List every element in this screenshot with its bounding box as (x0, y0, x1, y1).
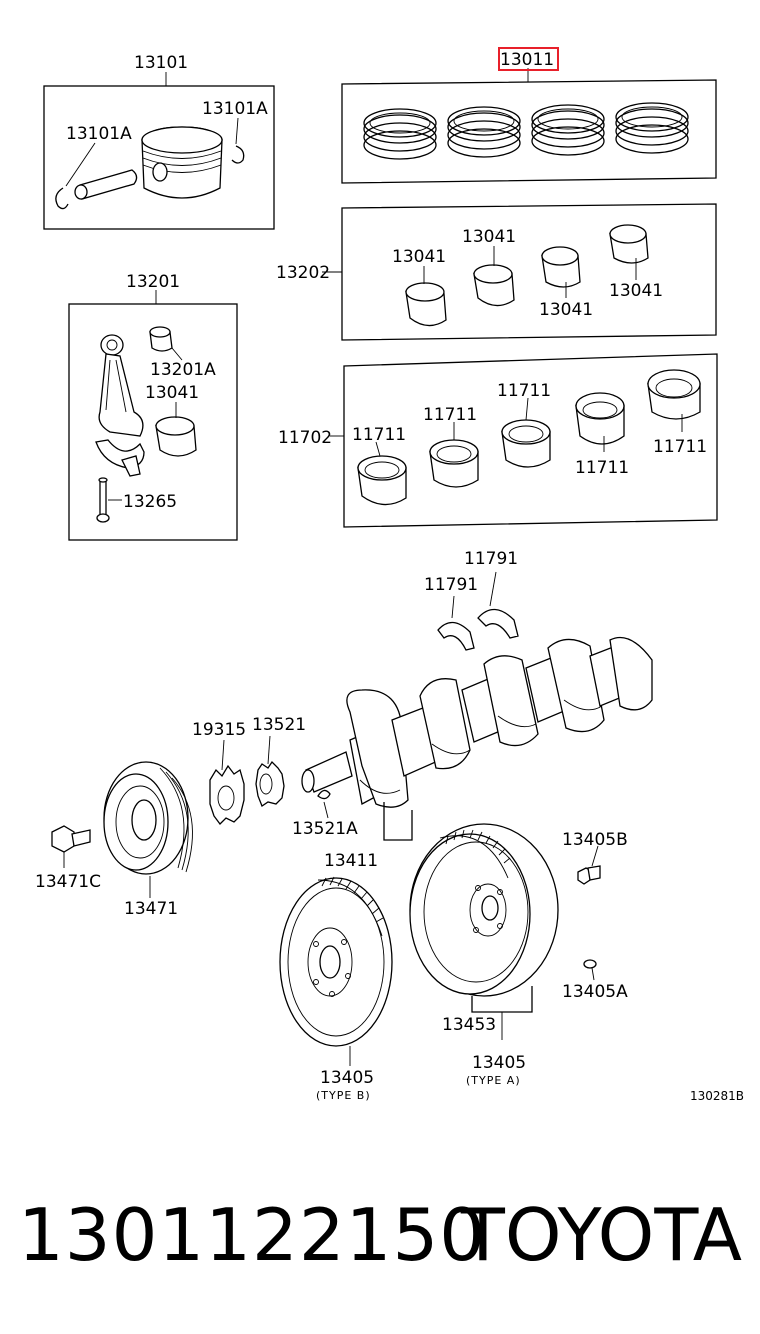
main-bearing-box (343, 353, 718, 528)
rod-bearing-box (341, 203, 717, 341)
rod-bearing-illustration (155, 416, 197, 457)
part-number: 1301122150 (18, 1193, 487, 1277)
label-11711-e: 11711 (653, 437, 707, 457)
label-11791-b: 11791 (464, 549, 518, 569)
highlight-box (498, 47, 559, 71)
connecting-rod-box (68, 303, 238, 541)
bearing-shell-1 (405, 282, 447, 327)
label-13101a-left: 13101A (66, 124, 132, 144)
label-13101: 13101 (134, 53, 188, 73)
footer: 1301122150 TOYOTA (0, 1190, 760, 1280)
thrust-washer-left (437, 621, 475, 651)
flywheel-bolt: 13405B (562, 830, 628, 885)
rod-bolt-illustration (96, 477, 110, 523)
label-11711-b: 11711 (423, 405, 477, 425)
main-bearing-4 (575, 392, 625, 445)
label-13405a: 13405A (562, 982, 628, 1002)
bearing-shell-2 (473, 264, 515, 307)
bearing-shell-3 (541, 246, 581, 288)
label-11711-d: 11711 (575, 458, 629, 478)
piston-illustration (141, 126, 223, 199)
label-13201a: 13201A (150, 360, 216, 380)
label-13011: 13011 (500, 50, 554, 70)
thrust-washer-right (477, 608, 519, 639)
label-11711-c: 11711 (497, 381, 551, 401)
label-13471c: 13471C (35, 872, 101, 892)
label-13041-a: 13041 (392, 247, 446, 267)
label-13405b: 13405B (562, 830, 628, 850)
piston-ring-box (341, 79, 717, 184)
piston-group-box (43, 85, 275, 230)
label-13411: 13411 (324, 851, 378, 871)
label-11791-a: 11791 (424, 575, 478, 595)
rod-bushing-illustration (149, 326, 173, 352)
main-bearing-set: 11702 11711 (278, 353, 718, 528)
drive-plate-type-a: 13453 13405 (TYPE A) (409, 823, 559, 1087)
main-bearing-1 (357, 455, 407, 506)
thrust-washers: 11791 11791 (424, 549, 519, 651)
brand-name: TOYOTA (460, 1193, 742, 1277)
pulley-bolt: 13471C (35, 825, 101, 892)
main-bearing-5 (647, 369, 701, 420)
parts-diagram: 13101 13101A 13101A 13011 (35, 47, 744, 1103)
label-13041-c: 13041 (539, 300, 593, 320)
snap-ring-left (55, 187, 69, 210)
label-13041-rod: 13041 (145, 383, 199, 403)
crankshaft-pulley: 13471 (103, 761, 193, 919)
ring-stack-1 (363, 108, 437, 160)
label-13202: 13202 (276, 263, 330, 283)
ring-stack-2 (447, 106, 521, 158)
label-13041-b: 13041 (462, 227, 516, 247)
label-13405-type-b: 13405 (320, 1068, 374, 1088)
bearing-shell-4 (609, 224, 649, 264)
label-13405-type-a: 13405 (472, 1053, 526, 1073)
piston-pin-illustration (74, 169, 138, 200)
ring-stack-3 (531, 104, 605, 156)
piston-ring-set: 13011 (341, 47, 717, 184)
diagram-reference-code: 130281B (690, 1089, 744, 1103)
label-19315: 19315 (192, 720, 246, 740)
label-11711-a: 11711 (352, 425, 406, 445)
label-13265: 13265 (123, 492, 177, 512)
crank-key: 13521A (292, 789, 358, 839)
flywheel-type-b: 13405 (TYPE B) (279, 876, 393, 1102)
flywheel-dowel: 13405A (562, 959, 628, 1002)
crank-timing-gear: 13521 (252, 715, 306, 807)
label-11702: 11702 (278, 428, 332, 448)
ring-stack-4 (615, 102, 689, 154)
label-13471: 13471 (124, 899, 178, 919)
connecting-rod-group: 13201 13201A 13041 13265 (68, 272, 238, 541)
label-13521: 13521 (252, 715, 306, 735)
label-type-a: (TYPE A) (466, 1074, 521, 1087)
connecting-rod-illustration (95, 334, 145, 477)
snap-ring-right (231, 145, 245, 164)
label-13041-d: 13041 (609, 281, 663, 301)
signal-rotor: 19315 (192, 720, 246, 825)
crankshaft-illustration: 13411 (301, 636, 653, 871)
label-13101a-right: 13101A (202, 99, 268, 119)
label-13453: 13453 (442, 1015, 496, 1035)
label-type-b: (TYPE B) (316, 1089, 371, 1102)
main-bearing-2 (429, 439, 479, 488)
label-13201: 13201 (126, 272, 180, 292)
main-bearing-3 (501, 419, 551, 468)
label-13521a: 13521A (292, 819, 358, 839)
piston-group: 13101 13101A 13101A (43, 53, 275, 230)
rod-bearing-set: 13202 13041 13041 13041 13041 (276, 203, 717, 341)
